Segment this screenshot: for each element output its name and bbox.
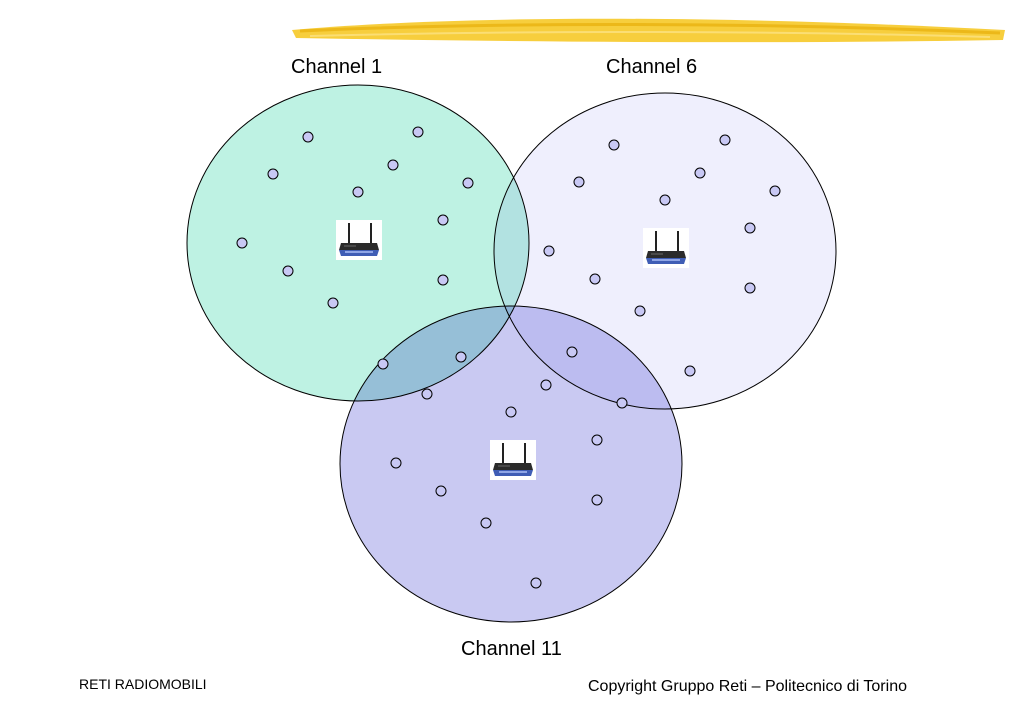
station-dot [387,159,399,171]
highlighter-stroke-decoration [292,18,1005,43]
station-dot [684,365,696,377]
station-dot [437,214,449,226]
wifi-router-icon [490,440,536,480]
station-dot [659,194,671,206]
station-dot [591,494,603,506]
access-point-channel-6 [643,228,689,268]
station-dot [327,297,339,309]
access-point-channel-11 [490,440,536,480]
station-dot [236,237,248,249]
station-dot [462,177,474,189]
station-dot [589,273,601,285]
coverage-outline-channel-1 [186,84,530,402]
station-dot [352,186,364,198]
station-dot [530,577,542,589]
coverage-outline-channel-11 [339,305,683,623]
station-dot [719,134,731,146]
station-dot [566,346,578,358]
station-dot [435,485,447,497]
station-dot [412,126,424,138]
channel-6-label: Channel 6 [606,56,698,78]
station-dot [769,185,781,197]
station-dot [616,397,628,409]
station-dot [591,434,603,446]
station-dot [744,282,756,294]
station-dot [302,131,314,143]
channel-1-label: Channel 1 [291,56,383,78]
coverage-outline-channel-6 [493,92,837,410]
station-dot [437,274,449,286]
station-dot [390,457,402,469]
station-dot [608,139,620,151]
wifi-router-icon [336,220,382,260]
wifi-router-icon [643,228,689,268]
station-dot [480,517,492,529]
station-dot [282,265,294,277]
station-dot [694,167,706,179]
access-point-channel-1 [336,220,382,260]
station-dot [744,222,756,234]
station-dot [634,305,646,317]
station-dot [421,388,433,400]
station-dot [573,176,585,188]
coverage-outlines [186,84,837,623]
channel-11-label: Channel 11 [461,638,562,660]
station-dot [505,406,517,418]
station-dot [267,168,279,180]
station-dot [377,358,389,370]
footer-course-title: RETI RADIOMOBILI [79,676,207,692]
station-dot [543,245,555,257]
station-dot [455,351,467,363]
footer-copyright: Copyright Gruppo Reti – Politecnico di T… [588,678,907,695]
coverage-areas [187,85,836,622]
station-dot [540,379,552,391]
client-stations [236,126,781,589]
